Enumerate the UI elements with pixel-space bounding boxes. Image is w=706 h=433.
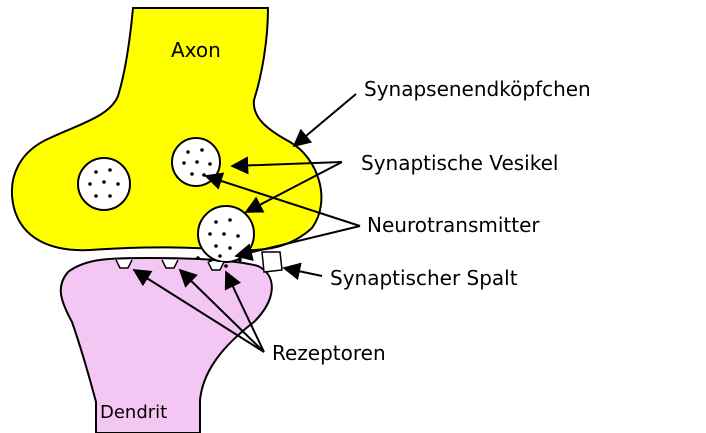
vesicle-left: [78, 158, 130, 210]
label-cleft: Synaptischer Spalt: [330, 266, 518, 290]
label-vesicles: Synaptische Vesikel: [361, 151, 558, 175]
label-neurotransmitter: Neurotransmitter: [367, 213, 540, 237]
axon-terminal-shape: [12, 8, 321, 250]
label-receptors: Rezeptoren: [272, 341, 386, 365]
label-terminal: Synapsenendköpfchen: [364, 77, 591, 101]
label-dendrite: Dendrit: [100, 402, 167, 423]
label-axon: Axon: [171, 38, 221, 62]
cleft-marker: [262, 252, 282, 272]
